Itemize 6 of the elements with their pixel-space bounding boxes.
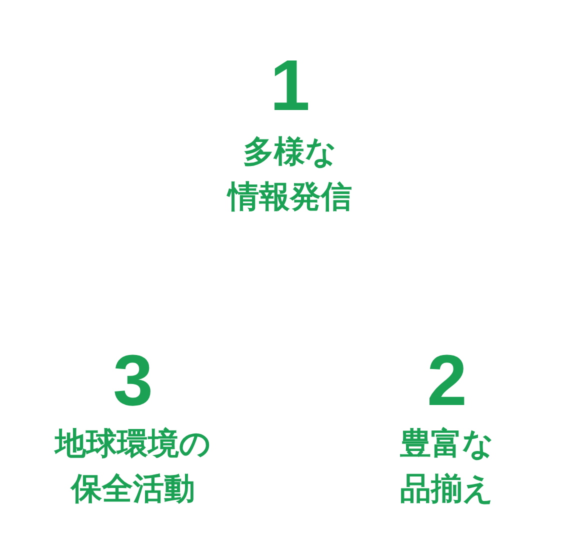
step-number: 1 <box>268 50 312 122</box>
item-text: 豊富な品揃え <box>399 425 495 509</box>
item-text: 多様な情報発信 <box>226 133 353 217</box>
step-number: 3 <box>112 345 154 417</box>
item-text: 地球環境の保全活動 <box>53 425 212 509</box>
step-number: 2 <box>426 345 468 417</box>
